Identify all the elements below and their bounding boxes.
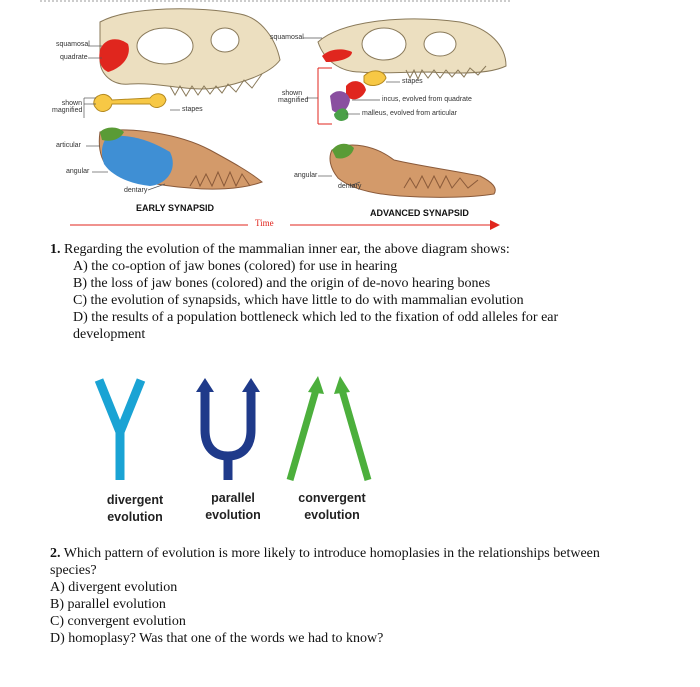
divergent-evolution-icon	[94, 378, 146, 480]
question-2-prompt: 2. Which pattern of evolution is more li…	[50, 545, 600, 562]
jaw-evolution-diagram: squamosal quadrate shown magnified stape…	[0, 0, 700, 235]
convergent-evolution-icon	[286, 376, 372, 481]
question-1-option-b: B) the loss of jaw bones (colored) and t…	[73, 276, 491, 291]
evolution-patterns-diagram: divergent evolution parallel evolution c…	[0, 370, 700, 530]
magnified-ear-bones	[317, 67, 387, 125]
divergent-label-line1: divergent	[106, 493, 164, 507]
question-2-option-a: A) divergent evolution	[50, 580, 178, 595]
parallel-evolution-label: parallel evolution	[198, 490, 268, 524]
label-shown-magnified-right: shown magnified	[278, 90, 309, 104]
label-dentary-left: dentary	[124, 187, 148, 194]
early-jaw	[98, 127, 263, 190]
question-1-prompt: 1. Regarding the evolution of the mammal…	[50, 241, 510, 258]
jaw-evolution-illustration	[40, 0, 510, 230]
label-dentary-right: dentary	[338, 183, 362, 190]
early-synapsid-caption: EARLY SYNAPSID	[136, 203, 215, 213]
label-stapes-left: stapes	[182, 106, 203, 113]
evolution-patterns-svg	[94, 376, 372, 481]
label-shown-magnified-left: shown magnified	[52, 100, 83, 114]
label-quadrate: quadrate	[60, 54, 88, 61]
convergent-evolution-label: convergent evolution	[292, 490, 372, 524]
question-2-option-c: C) convergent evolution	[50, 614, 186, 629]
question-1-number: 1.	[50, 242, 61, 257]
advanced-synapsid-caption: ADVANCED SYNAPSID	[370, 208, 469, 218]
early-quadrate-bone	[99, 39, 129, 72]
label-malleus: malleus, evolved from articular	[362, 110, 457, 117]
question-2-option-d: D) homoplasy? Was that one of the words …	[50, 631, 384, 646]
question-1-option-a: A) the co-option of jaw bones (colored) …	[73, 259, 398, 274]
question-1-text: Regarding the evolution of the mammalian…	[64, 242, 510, 257]
early-stapes	[93, 93, 167, 112]
label-articular: articular	[56, 142, 81, 149]
convergent-label-line1: convergent	[298, 491, 366, 505]
question-1-option-c: C) the evolution of synapsids, which hav…	[73, 293, 524, 308]
time-label: Time	[255, 218, 274, 228]
advanced-quadrate-bone	[322, 49, 352, 62]
parallel-label-line1: parallel	[211, 491, 255, 505]
question-2-option-b: B) parallel evolution	[50, 597, 166, 612]
label-squamosal-left: squamosal	[56, 41, 90, 48]
convergent-label-line2: evolution	[304, 508, 360, 522]
question-2-text-line2: species?	[50, 563, 97, 578]
question-1-option-d-continued: development	[73, 327, 146, 342]
question-2-text-line1: Which pattern of evolution is more likel…	[63, 546, 600, 561]
label-incus: incus, evolved from quadrate	[382, 96, 472, 103]
label-squamosal-right: squamosal	[270, 34, 304, 41]
parallel-label-line2: evolution	[205, 508, 261, 522]
advanced-jaw	[329, 143, 496, 198]
label-angular-right: angular	[294, 172, 318, 179]
advanced-skull	[317, 18, 507, 81]
early-skull	[99, 8, 281, 97]
parallel-evolution-icon	[196, 378, 260, 480]
label-stapes-right: stapes	[402, 78, 423, 85]
label-angular-left: angular	[66, 168, 90, 175]
question-1-option-d: D) the results of a population bottlenec…	[73, 310, 559, 325]
divergent-label-line2: evolution	[107, 510, 163, 524]
divergent-evolution-label: divergent evolution	[100, 492, 170, 526]
question-2-number: 2.	[50, 546, 61, 561]
